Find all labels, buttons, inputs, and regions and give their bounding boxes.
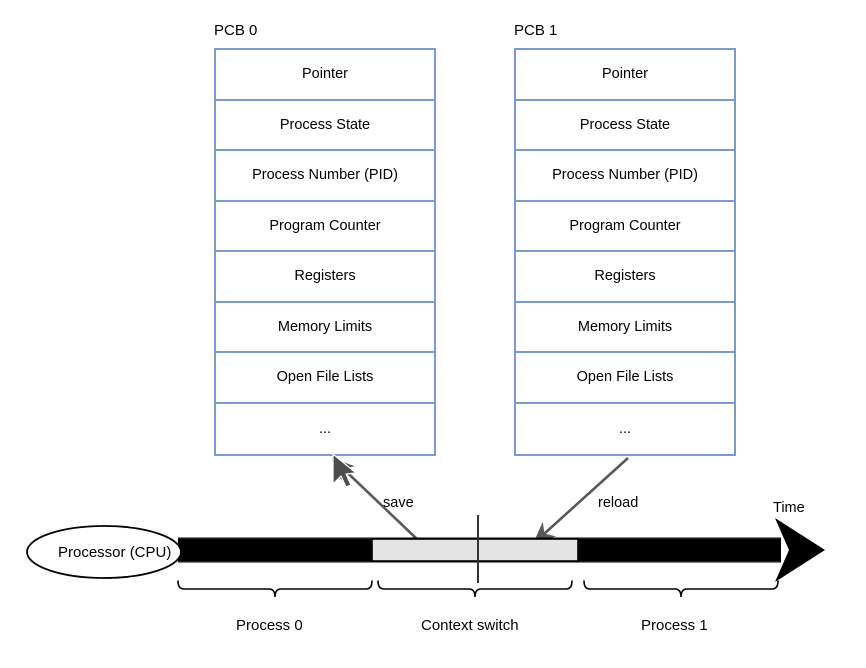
pcb-0-row-memory-limits: Memory Limits [216,302,434,353]
pcb-1-row-ellipsis: ... [516,403,734,454]
save-arrow-label: save [383,495,414,511]
pcb-0-row-program-counter: Program Counter [216,201,434,252]
pcb-1-row-registers: Registers [516,252,734,303]
segment-process-1 [578,539,781,561]
mouse-cursor [332,453,357,488]
pcb-1-row-memory-limits: Memory Limits [516,302,734,353]
pcb-1-table: Pointer Process State Process Number (PI… [514,48,736,456]
pcb-1-row-process-state: Process State [516,100,734,151]
pcb-0-title: PCB 0 [214,22,258,39]
brace-process-0 [177,580,373,598]
brace-process-0-label: Process 0 [236,617,303,634]
segment-process-0 [178,539,372,561]
timeline-arrowhead [775,518,825,582]
pcb-1-row-program-counter: Program Counter [516,201,734,252]
pcb-0-table: Pointer Process State Process Number (PI… [214,48,436,456]
brace-process-1 [583,580,779,598]
reload-arrow-label: reload [598,495,639,511]
pcb-1-row-open-file-lists: Open File Lists [516,353,734,404]
brace-context-switch [377,580,573,598]
pcb-1-row-pointer: Pointer [516,50,734,101]
pcb-0-row-pointer: Pointer [216,50,434,101]
segment-context-switch [371,538,579,562]
time-label: Time [773,500,805,516]
pcb-0-row-open-file-lists: Open File Lists [216,353,434,404]
timeline-bar [178,518,825,582]
pcb-0-row-process-state: Process State [216,100,434,151]
pcb-0-row-process-number: Process Number (PID) [216,151,434,202]
pcb-0-row-ellipsis: ... [216,403,434,454]
pcb-1-title: PCB 1 [514,22,558,39]
brace-context-switch-label: Context switch [421,617,519,634]
pcb-1-row-process-number: Process Number (PID) [516,151,734,202]
brace-process-1-label: Process 1 [641,617,708,634]
pcb-0-row-registers: Registers [216,252,434,303]
cpu-label: Processor (CPU) [58,544,172,561]
